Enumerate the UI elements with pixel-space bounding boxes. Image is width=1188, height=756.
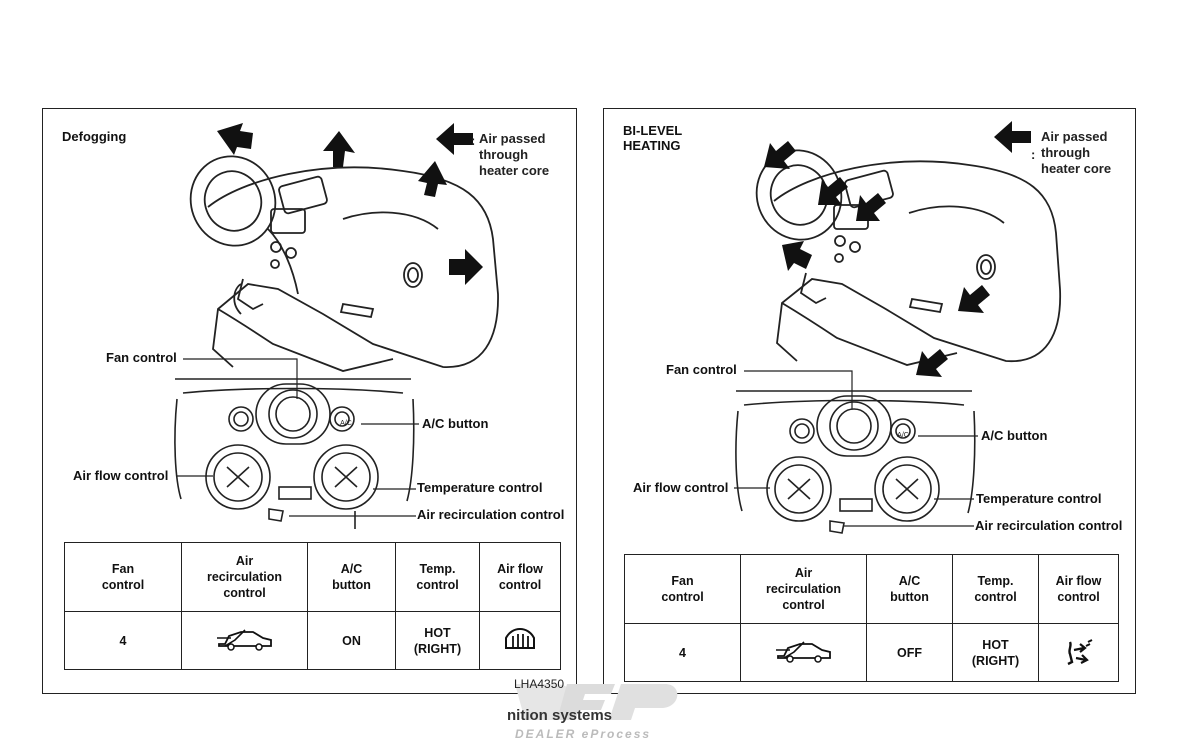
temperature-control-label: Temperature control bbox=[976, 491, 1102, 506]
settings-table: Fan control Air recirculation control A/… bbox=[624, 554, 1119, 682]
temperature-control-label: Temperature control bbox=[417, 480, 543, 495]
header-temp-control: Temp. control bbox=[395, 542, 480, 612]
header-air-recirculation: Air recirculation control bbox=[181, 542, 308, 612]
panel-title: Defogging bbox=[62, 129, 127, 144]
svg-text:A/C: A/C bbox=[340, 420, 352, 427]
air-flow-control-label: Air flow control bbox=[633, 480, 729, 495]
dep-watermark-logo bbox=[515, 684, 678, 720]
dashboard-illustration: A/C bbox=[734, 121, 1061, 534]
value-temp-control: HOT (RIGHT) bbox=[395, 611, 480, 670]
header-air-flow-control: Air flow control bbox=[479, 542, 561, 612]
car-fresh-air-icon bbox=[740, 623, 867, 682]
air-recirculation-control-label: Air recirculation control bbox=[417, 507, 565, 522]
table-row: 4 OFF HOT (RIGHT) bbox=[624, 623, 1119, 682]
header-air-recirculation: Air recirculation control bbox=[740, 554, 867, 624]
table-header-row: Fan control Air recirculation control A/… bbox=[624, 554, 1119, 624]
legend-arrow-icon bbox=[436, 123, 473, 155]
header-temp-control: Temp. control bbox=[952, 554, 1039, 624]
value-fan-control: 4 bbox=[624, 623, 741, 682]
svg-text:A/C: A/C bbox=[897, 432, 909, 439]
legend-colon: : bbox=[471, 133, 476, 148]
fan-control-label: Fan control bbox=[106, 350, 177, 365]
fan-control-label: Fan control bbox=[666, 362, 737, 377]
value-temp-control: HOT (RIGHT) bbox=[952, 623, 1039, 682]
legend-text: Air passed through heater core bbox=[1041, 129, 1112, 176]
value-ac-button: ON bbox=[307, 611, 396, 670]
header-fan-control: Fan control bbox=[64, 542, 182, 612]
legend-text: Air passed through heater core bbox=[479, 131, 550, 178]
header-ac-button: A/C button bbox=[866, 554, 953, 624]
air-flow-control-label: Air flow control bbox=[73, 468, 169, 483]
dashboard-illustration: A/C bbox=[174, 123, 499, 529]
table-header-row: Fan control Air recirculation control A/… bbox=[64, 542, 561, 612]
watermark-text: nition systems bbox=[507, 707, 613, 724]
value-ac-button: OFF bbox=[866, 623, 953, 682]
settings-table: Fan control Air recirculation control A/… bbox=[64, 542, 561, 670]
watermark-subtext: DEALER eProcess bbox=[515, 727, 652, 741]
panel-title: BI-LEVEL HEATING bbox=[623, 123, 683, 153]
table-row: 4 ON HOT (RIGHT) bbox=[64, 611, 561, 670]
car-fresh-air-icon bbox=[181, 611, 308, 670]
ac-button-label: A/C button bbox=[981, 428, 1048, 443]
ac-button-label: A/C button bbox=[422, 416, 489, 431]
defogging-panel: Defogging bbox=[42, 108, 577, 694]
value-fan-control: 4 bbox=[64, 611, 182, 670]
header-air-flow-control: Air flow control bbox=[1038, 554, 1119, 624]
bi-level-icon bbox=[1038, 623, 1119, 682]
document-code: LHA4350 bbox=[514, 677, 565, 691]
bi-level-heating-panel: BI-LEVEL HEATING bbox=[603, 108, 1136, 694]
legend-arrow-icon bbox=[994, 121, 1031, 153]
header-fan-control: Fan control bbox=[624, 554, 741, 624]
defrost-icon bbox=[479, 611, 561, 670]
legend-colon: : bbox=[1031, 147, 1036, 162]
air-recirculation-control-label: Air recirculation control bbox=[975, 518, 1123, 533]
header-ac-button: A/C button bbox=[307, 542, 396, 612]
